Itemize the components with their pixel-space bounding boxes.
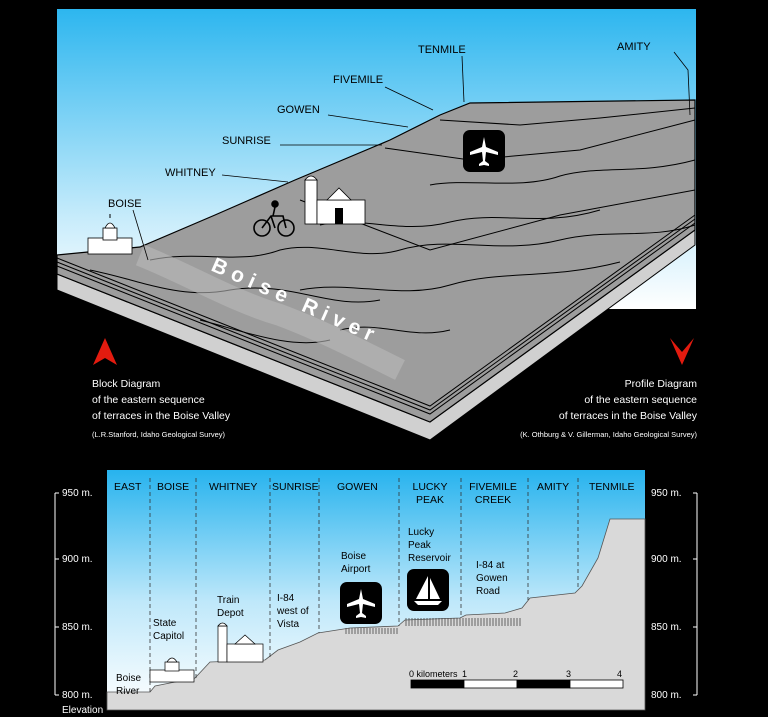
col-boise: BOISE [157, 481, 189, 493]
block-caption-line-2: of the eastern sequence [92, 394, 205, 406]
up-arrow-icon [93, 338, 117, 365]
block-top-surface [56, 99, 696, 423]
airport-icon [463, 130, 505, 172]
col-whitney: WHITNEY [209, 481, 257, 493]
down-arrow-icon [670, 338, 694, 365]
gowen-hatch [345, 628, 398, 634]
label-fivemile: FIVEMILE [333, 74, 383, 86]
elev-left-900: 900 m. [62, 554, 93, 565]
capitol-icon [87, 214, 133, 255]
block-caption-line-3: of terraces in the Boise Valley [92, 410, 231, 422]
bicycle-icon [253, 200, 295, 237]
scale-tick-2: 2 [513, 669, 518, 679]
col-sunrise: SUNRISE [272, 481, 319, 493]
capitol-icon [149, 657, 195, 683]
profile-caption-line-2: of the eastern sequence [584, 394, 697, 406]
sailboat-icon [407, 569, 449, 611]
scale-bar [410, 679, 624, 689]
profile-caption-credit: (K. Othburg & V. Gillerman, Idaho Geolog… [520, 430, 697, 439]
elev-right-950: 950 m. [651, 488, 682, 499]
label-amity: AMITY [617, 41, 651, 53]
col-amity: AMITY [537, 481, 569, 493]
scale-tick-1: 1 [462, 669, 467, 679]
col-east: EAST [114, 481, 142, 493]
block-caption-line-1: Block Diagram [92, 378, 161, 390]
profile-caption: Profile Diagram of the eastern sequence … [520, 376, 697, 443]
lucky-peak-hatch [405, 618, 522, 626]
block-diagram: Boise River TENMILE AMITY [56, 9, 696, 440]
col-gowen: GOWEN [337, 481, 378, 493]
train-depot-icon [304, 175, 366, 225]
scale-zero-label: 0 kilometers [409, 669, 458, 679]
elev-left-800: 800 m. [62, 690, 93, 701]
block-caption-credit: (L.R.Stanford, Idaho Geological Survey) [92, 430, 225, 439]
label-gowen: GOWEN [277, 104, 320, 116]
label-whitney: WHITNEY [165, 167, 216, 179]
elev-left-950: 950 m. [62, 488, 93, 499]
elev-right-850: 850 m. [651, 622, 682, 633]
train-depot-icon [217, 622, 264, 663]
col-tenmile: TENMILE [589, 481, 635, 493]
label-sunrise: SUNRISE [222, 135, 271, 147]
profile-caption-line-3: of terraces in the Boise Valley [558, 410, 697, 422]
label-tenmile: TENMILE [418, 44, 466, 56]
profile-caption-line-1: Profile Diagram [624, 378, 697, 390]
elev-left-850: 850 m. [62, 622, 93, 633]
scale-tick-4: 4 [617, 669, 622, 679]
scale-tick-3: 3 [566, 669, 571, 679]
label-boise: BOISE [108, 198, 142, 210]
elev-right-800: 800 m. [651, 690, 682, 701]
block-caption: Block Diagram of the eastern sequence of… [92, 376, 230, 443]
elev-right-900: 900 m. [651, 554, 682, 565]
airport-icon [340, 582, 382, 624]
elevation-axis-label: Elevation [62, 705, 103, 716]
